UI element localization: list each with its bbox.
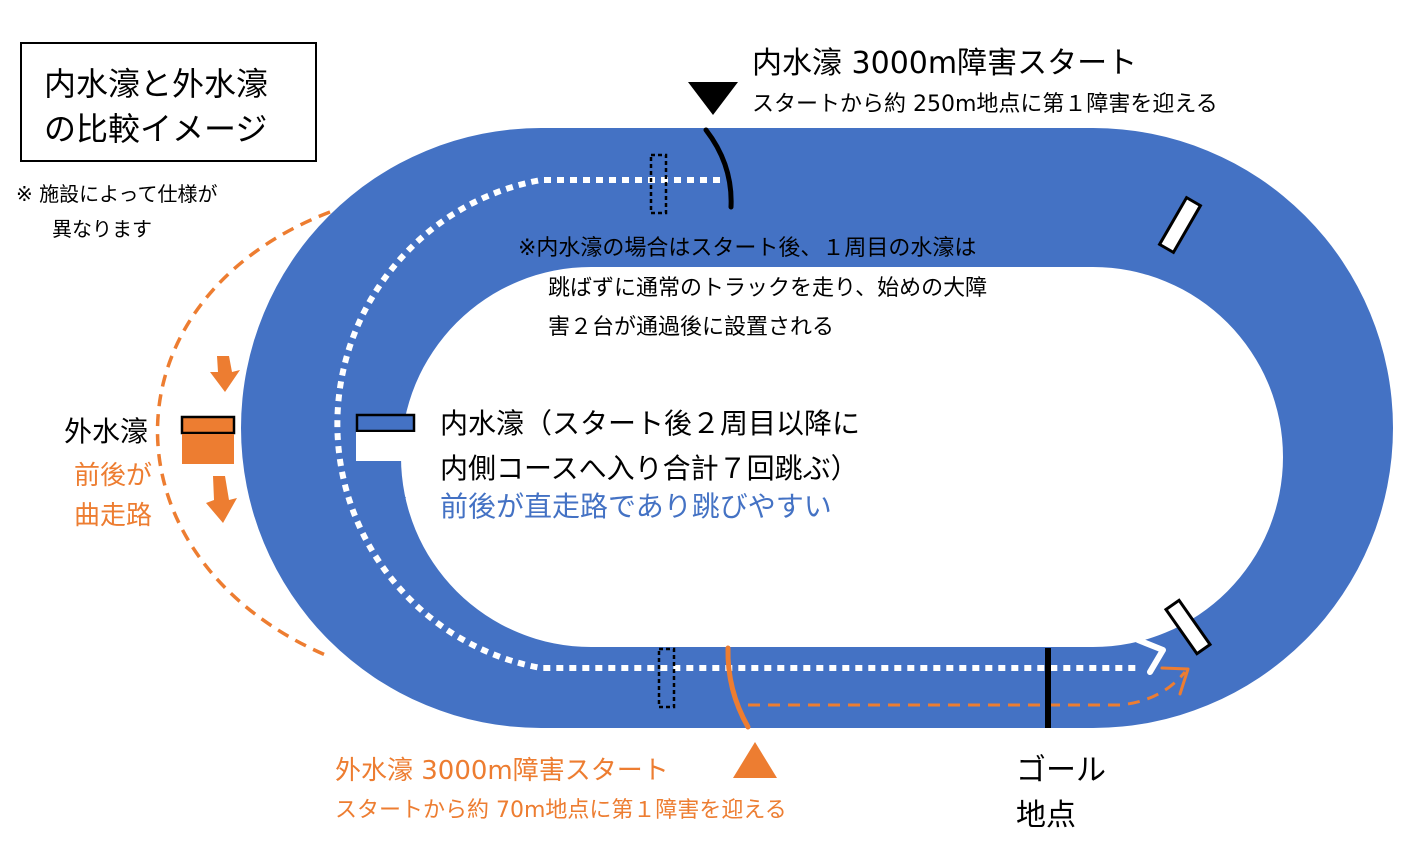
outer-pit-desc-2: 曲走路 xyxy=(74,501,153,531)
hurdle-marker-top xyxy=(649,153,668,215)
title-line-2: の比較イメージ xyxy=(44,110,268,148)
outer-arrow-down-1 xyxy=(210,356,240,392)
goal-label-line-2: 地点 xyxy=(1016,798,1076,833)
inner-pit-desc: 前後が直走路であり跳びやすい xyxy=(440,490,832,523)
finish-arrow-white xyxy=(1135,637,1166,675)
inner-remark-line-1: ※内水濠の場合はスタート後、１周目の水濠は xyxy=(518,236,977,261)
inner-start-line xyxy=(703,127,734,210)
note-line-1: ※ 施設によって仕様が xyxy=(16,182,218,206)
outer-start-detail: スタートから約 70m地点に第１障害を迎える xyxy=(335,798,787,823)
outer-start-line xyxy=(725,645,751,730)
outer-start-marker xyxy=(733,742,777,778)
inner-arrow-down-2 xyxy=(376,475,406,524)
outer-pit-label: 外水濠 xyxy=(64,415,149,448)
title-box: 内水濠と外水濠 の比較イメージ xyxy=(20,42,317,162)
title-line-1: 内水濠と外水濠 xyxy=(44,65,269,103)
outer-route-to-goal xyxy=(748,671,1187,707)
outer-water-pit xyxy=(180,415,236,435)
inner-water-pit xyxy=(355,413,416,433)
outer-arrow-down-2 xyxy=(206,476,237,523)
note-line-2: 異なります xyxy=(52,217,152,241)
inner-start-detail: スタートから約 250m地点に第１障害を迎える xyxy=(752,92,1218,117)
outer-start-heading: 外水濠 3000m障害スタート xyxy=(335,756,669,786)
hurdle-upper-right xyxy=(1157,195,1203,255)
inner-start-marker xyxy=(688,82,738,115)
outer-route-arrowhead xyxy=(1160,666,1190,696)
inner-arrow-down-1 xyxy=(377,357,407,402)
hurdle-marker-bottom xyxy=(657,647,676,709)
hurdle-lower-right xyxy=(1163,598,1213,656)
outer-pit-desc-1: 前後が xyxy=(74,461,153,491)
inner-remark-line-2: 跳ばずに通常のトラックを走り、始めの大障 xyxy=(548,276,988,301)
inner-start-heading: 内水濠 3000m障害スタート xyxy=(752,46,1138,81)
inner-pit-label-1: 内水濠（スタート後２周目以降に xyxy=(440,407,861,440)
outer-water-pit-fill xyxy=(182,434,234,464)
running-path-dotted xyxy=(334,177,1140,671)
inner-remark-line-3: 害２台が通過後に設置される xyxy=(548,315,835,340)
goal-label-line-1: ゴール xyxy=(1016,753,1106,788)
inner-pit-label-2: 内側コースへ入り合計７回跳ぶ） xyxy=(440,452,859,485)
inner-water-pit-gap xyxy=(356,432,416,461)
running-track xyxy=(241,128,1393,728)
